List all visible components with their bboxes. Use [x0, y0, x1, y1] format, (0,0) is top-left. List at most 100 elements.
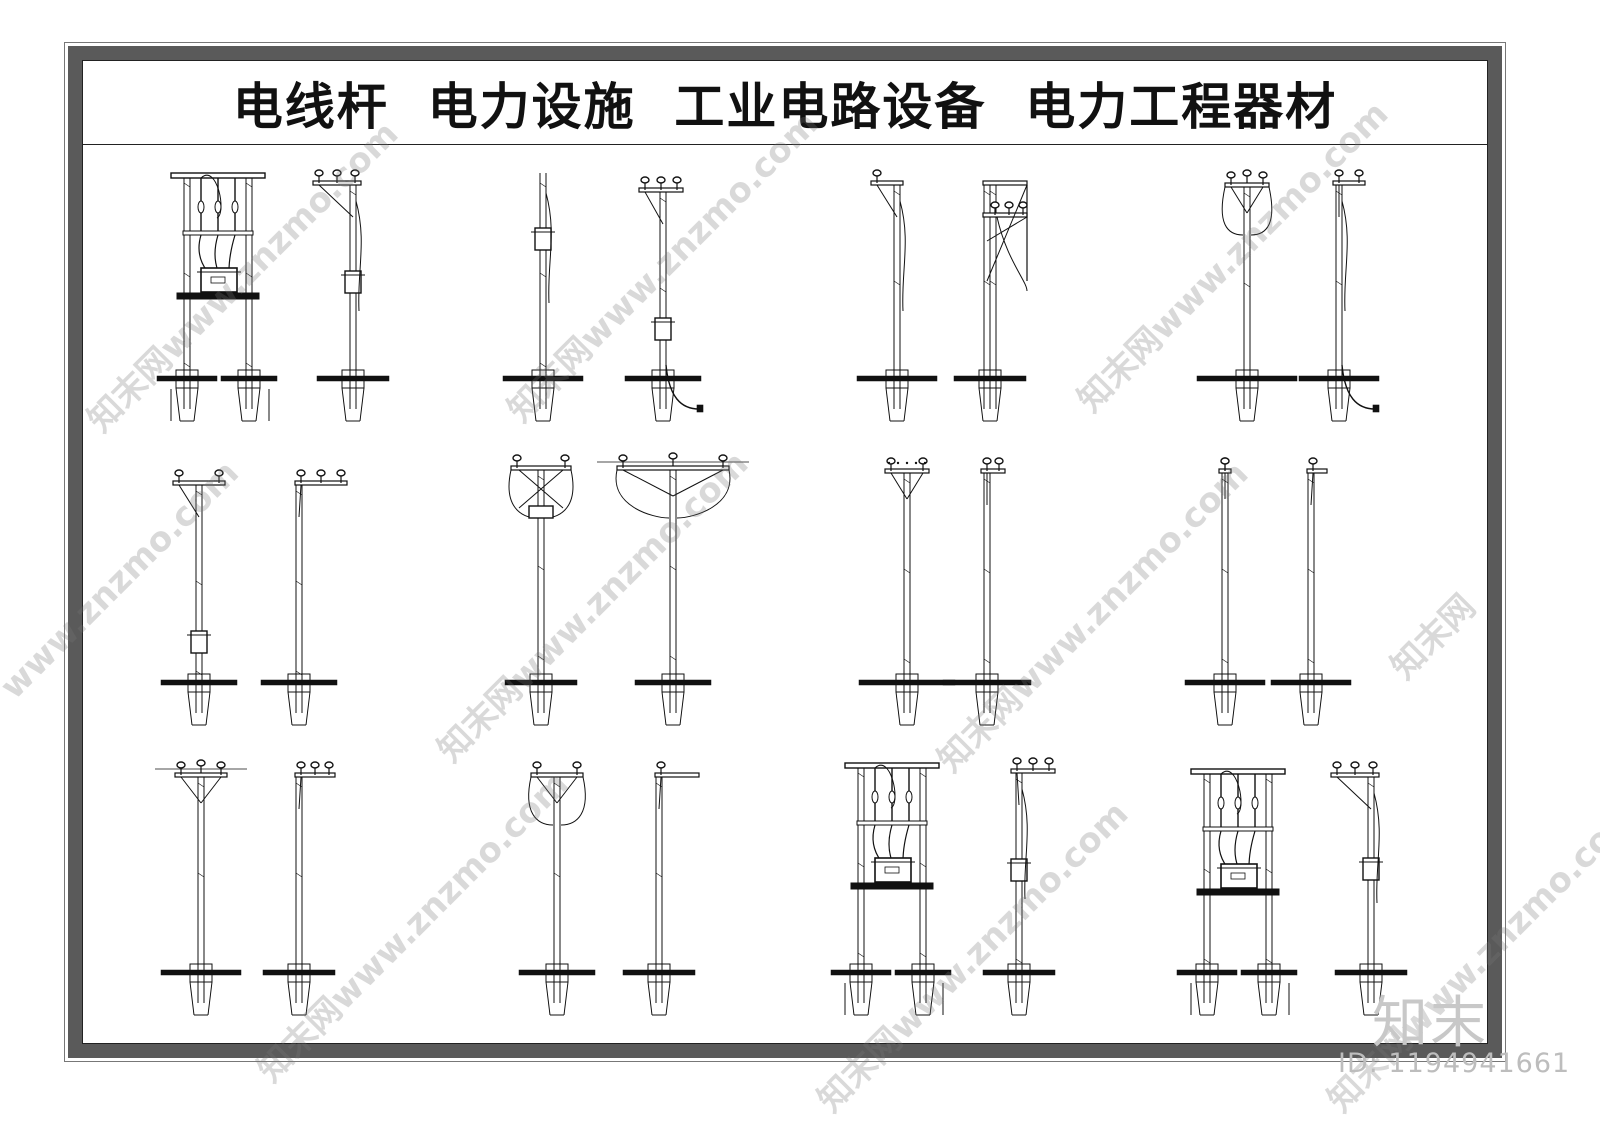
pile-edge — [996, 387, 1002, 422]
jumper-wire — [200, 174, 222, 219]
drop-loop — [560, 776, 586, 826]
ground-line — [160, 969, 242, 976]
pole-mark — [989, 280, 997, 286]
insulator — [640, 176, 650, 184]
braced-frame-pole-6 — [953, 180, 1028, 422]
insulator — [1308, 457, 1318, 465]
footing-block — [287, 673, 311, 693]
pole-mark — [537, 655, 545, 661]
insulator — [1018, 201, 1028, 209]
ground-line — [502, 375, 584, 382]
insulator — [176, 761, 186, 769]
pole-mark — [1015, 778, 1023, 784]
insulator — [1334, 169, 1344, 177]
insulator — [296, 761, 306, 769]
insulator — [324, 761, 334, 769]
cable-end — [696, 404, 704, 413]
pole-mark — [659, 197, 667, 203]
pile-edge — [651, 387, 657, 422]
diagonal-brace — [986, 184, 1028, 282]
footing-block — [189, 963, 213, 983]
insulator — [316, 469, 326, 477]
lead-wire — [1218, 830, 1228, 868]
pole-mark — [1265, 778, 1273, 784]
pole-mark — [983, 280, 991, 286]
insulator — [1242, 169, 1252, 177]
front-view-pole-13 — [858, 457, 956, 726]
cutout-fuse — [231, 200, 239, 214]
brace — [298, 484, 302, 518]
crossarm — [530, 772, 584, 778]
side-view-pole-14 — [942, 457, 1032, 726]
insulator — [1028, 757, 1038, 765]
crossarm — [654, 772, 700, 778]
pole-mark — [1307, 658, 1315, 664]
equipment-box — [344, 270, 362, 294]
footing-block — [287, 963, 311, 983]
pole-mark — [1307, 478, 1315, 484]
pole-mark — [1221, 658, 1229, 664]
crossarm — [616, 465, 730, 471]
pile-edge — [175, 387, 181, 422]
ground-line — [982, 969, 1056, 976]
ground-line — [894, 969, 952, 976]
pole-mark — [537, 565, 545, 571]
pile-edge — [679, 691, 685, 726]
brace — [1310, 472, 1314, 506]
pile-edge — [189, 981, 195, 1016]
brace — [658, 776, 662, 810]
ground-line — [856, 375, 938, 382]
footing-block — [1213, 673, 1237, 693]
footing-block — [895, 673, 919, 693]
pole-mark — [537, 475, 545, 481]
insulator — [512, 454, 522, 462]
insulator — [350, 169, 360, 177]
brace — [644, 191, 664, 225]
drawing-area: 电线杆 电力设施 工业电路设备 电力工程器材 — [82, 60, 1488, 1044]
pole-mark — [1203, 868, 1211, 874]
drop-loop — [1250, 186, 1273, 236]
pile-edge — [1317, 691, 1323, 726]
ground-line — [1270, 679, 1352, 686]
pole-mark — [195, 490, 203, 496]
ground-line — [953, 375, 1027, 382]
pole-mark — [893, 190, 901, 196]
cutout-fuse — [905, 790, 913, 804]
ground-line — [1184, 679, 1266, 686]
footing-block — [529, 673, 553, 693]
pole-mark — [857, 862, 865, 868]
footing-block — [1007, 963, 1031, 983]
lead-wire — [888, 824, 893, 862]
footing-block — [1235, 369, 1259, 389]
conductor-point — [905, 461, 909, 465]
drop-loop — [528, 776, 554, 826]
pile-edge — [1257, 981, 1263, 1016]
pile-edge — [1359, 981, 1365, 1016]
insulator — [296, 469, 306, 477]
side-view-pole-3 — [502, 173, 584, 422]
side-view-pole-2 — [312, 169, 390, 422]
insulator — [1226, 171, 1236, 179]
pole-mark — [1203, 778, 1211, 784]
brace — [1246, 186, 1264, 214]
h-frame-transformer-pole-23 — [1176, 768, 1298, 1016]
side-view-pole-4 — [624, 176, 704, 422]
platform — [850, 882, 934, 890]
pole-mark — [903, 568, 911, 574]
ground-line — [316, 375, 390, 382]
equipment-box — [190, 630, 208, 654]
pole-mark — [1335, 280, 1343, 286]
insulator — [216, 761, 226, 769]
pile-edge — [1231, 691, 1237, 726]
pile-edge — [978, 387, 984, 422]
transformer-plate — [1230, 872, 1246, 880]
equipment-box — [654, 317, 672, 341]
insulator — [718, 454, 728, 462]
underground-cable — [665, 364, 700, 410]
insulator — [656, 761, 666, 769]
pole-mark — [857, 772, 865, 778]
pole-mark — [1203, 958, 1211, 964]
pole-mark — [295, 490, 303, 496]
drop-lead — [996, 216, 1028, 292]
